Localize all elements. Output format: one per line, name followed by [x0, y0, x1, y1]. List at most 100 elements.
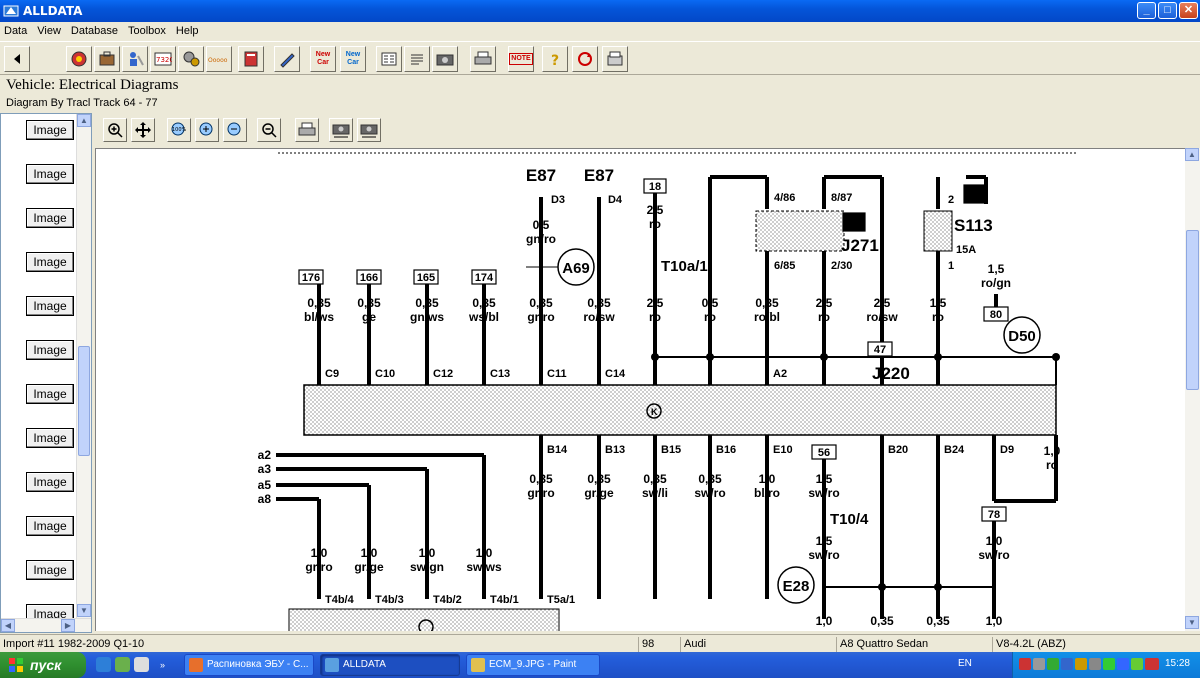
volume-icon[interactable]: [1089, 658, 1101, 670]
menu-help[interactable]: Help: [175, 25, 199, 37]
zoom-in-tool-button[interactable]: [103, 118, 127, 142]
image-button[interactable]: Image: [26, 428, 74, 448]
connector-pin-C10: C10: [375, 368, 395, 380]
menu-database[interactable]: Database: [70, 25, 118, 37]
prev-image-button[interactable]: [329, 118, 353, 142]
image-button[interactable]: Image: [26, 208, 74, 228]
specs-button[interactable]: [94, 46, 120, 72]
image-list-hscrollbar[interactable]: ◀ ▶: [1, 618, 91, 632]
language-indicator[interactable]: EN: [958, 658, 972, 669]
bottom-wire-label-1: 0,35: [587, 472, 611, 486]
close-button[interactable]: ✕: [1179, 2, 1198, 19]
diagram-print-button[interactable]: [295, 118, 319, 142]
parts-button[interactable]: [178, 46, 204, 72]
image-button[interactable]: Image: [26, 384, 74, 404]
book-button[interactable]: [238, 46, 264, 72]
view-image-button[interactable]: [432, 46, 458, 72]
image-button[interactable]: Image: [26, 120, 74, 140]
desktop-quicklaunch-icon[interactable]: [134, 657, 149, 672]
scroll-down-arrow-icon[interactable]: ▼: [77, 604, 91, 617]
image-list-scrollbar[interactable]: ▲ ▼: [76, 114, 91, 620]
menu-data[interactable]: Data: [4, 25, 28, 37]
tray-icon-4[interactable]: [1061, 658, 1073, 670]
diagram-scroll-down-icon[interactable]: ▼: [1185, 616, 1199, 629]
scroll-right-arrow-icon[interactable]: ▶: [61, 619, 75, 632]
top-wire-label-11: ro: [932, 310, 944, 324]
start-label: пуск: [30, 657, 62, 673]
tray-icon-1[interactable]: [1019, 658, 1031, 670]
component-locator-button[interactable]: [66, 46, 92, 72]
tray-icon-7[interactable]: [1103, 658, 1115, 670]
minimize-button[interactable]: _: [1137, 2, 1156, 19]
clock: 15:28: [1164, 658, 1190, 669]
image-button[interactable]: Image: [26, 296, 74, 316]
pan-tool-button[interactable]: [131, 118, 155, 142]
paint-icon: [471, 658, 485, 672]
zoom-out-button[interactable]: [223, 118, 247, 142]
connector-t4b-pin-4: T5a/1: [547, 594, 575, 606]
diagram-scroll-up-icon[interactable]: ▲: [1185, 148, 1199, 161]
zoom-in-button[interactable]: [195, 118, 219, 142]
zoom-area-button[interactable]: [257, 118, 281, 142]
wire-ro-gn-label: 1,5: [988, 262, 1005, 276]
note-button[interactable]: NOTE: [508, 46, 534, 72]
help-button[interactable]: ?: [542, 46, 568, 72]
tray-icon-5[interactable]: [1075, 658, 1087, 670]
diagnostic-codes-button[interactable]: 7320: [150, 46, 176, 72]
tools-button[interactable]: [122, 46, 148, 72]
view-split-button[interactable]: [376, 46, 402, 72]
new-car-button-2[interactable]: New Car: [340, 46, 366, 72]
tray-icon-9[interactable]: [1131, 658, 1143, 670]
maximize-button[interactable]: □: [1158, 2, 1177, 19]
image-button[interactable]: Image: [26, 340, 74, 360]
diagram-scroll-thumb[interactable]: [1186, 230, 1199, 390]
chrome-quicklaunch-icon[interactable]: [115, 657, 130, 672]
menu-view[interactable]: View: [37, 25, 61, 37]
fax-button[interactable]: [602, 46, 628, 72]
next-image-button[interactable]: [357, 118, 381, 142]
top-wire-label-5: 0,35: [587, 296, 611, 310]
image-button[interactable]: Image: [26, 252, 74, 272]
image-button[interactable]: Image: [26, 516, 74, 536]
menu-toolbox[interactable]: Toolbox: [128, 25, 166, 37]
connector-pin-C11: C11: [547, 368, 567, 380]
taskbar-task-1[interactable]: Распиновка ЭБУ - С...: [184, 654, 314, 676]
ie-quicklaunch-icon[interactable]: [96, 657, 111, 672]
diagram-scrollbar[interactable]: ▲ ▼: [1185, 148, 1200, 631]
scroll-left-arrow-icon[interactable]: ◀: [1, 619, 15, 632]
tray-icon-8[interactable]: [1117, 658, 1129, 670]
lang-flag-icon[interactable]: [1145, 658, 1159, 670]
wiring-diagram: K 0,35bl/ws0,35ge0,35gn/ws0,35ws/bl0,35g…: [258, 152, 1076, 631]
scroll-up-arrow-icon[interactable]: ▲: [77, 114, 91, 127]
magnifier-plus-icon: [108, 123, 123, 138]
wire-box-47-text: 47: [874, 344, 886, 356]
back-button[interactable]: [4, 46, 30, 72]
new-car-button-1[interactable]: New Car: [310, 46, 336, 72]
book-icon: [244, 51, 258, 67]
labor-button[interactable]: Ooooo: [206, 46, 232, 72]
wire-ro-gn-label: ro/gn: [981, 276, 1011, 290]
view-text-button[interactable]: [404, 46, 430, 72]
refresh-button[interactable]: [572, 46, 598, 72]
tray-icon-3[interactable]: [1047, 658, 1059, 670]
quicklaunch-expand-icon[interactable]: »: [160, 660, 166, 670]
zoom-100-button[interactable]: 100%: [167, 118, 191, 142]
start-button[interactable]: пуск: [0, 652, 86, 678]
image-button[interactable]: Image: [26, 560, 74, 580]
print-button[interactable]: [470, 46, 496, 72]
scroll-thumb[interactable]: [78, 346, 90, 456]
image-button[interactable]: Image: [26, 164, 74, 184]
connector-pin-B13: B13: [605, 444, 625, 456]
camera-prev-icon: [332, 124, 350, 138]
image-button[interactable]: Image: [26, 472, 74, 492]
taskbar-task-alldata[interactable]: ALLDATA: [320, 654, 460, 676]
top-wire-label-2: 0,35: [415, 296, 439, 310]
taskbar-task-paint[interactable]: ECM_9.JPG - Paint: [466, 654, 600, 676]
notes-button[interactable]: [274, 46, 300, 72]
title-bar[interactable]: ALLDATA _ □ ✕: [0, 0, 1200, 22]
wire-box-80: [983, 306, 1009, 322]
tray-icon-2[interactable]: [1033, 658, 1045, 670]
bottom-signal-label-0: 1,0: [311, 546, 328, 560]
